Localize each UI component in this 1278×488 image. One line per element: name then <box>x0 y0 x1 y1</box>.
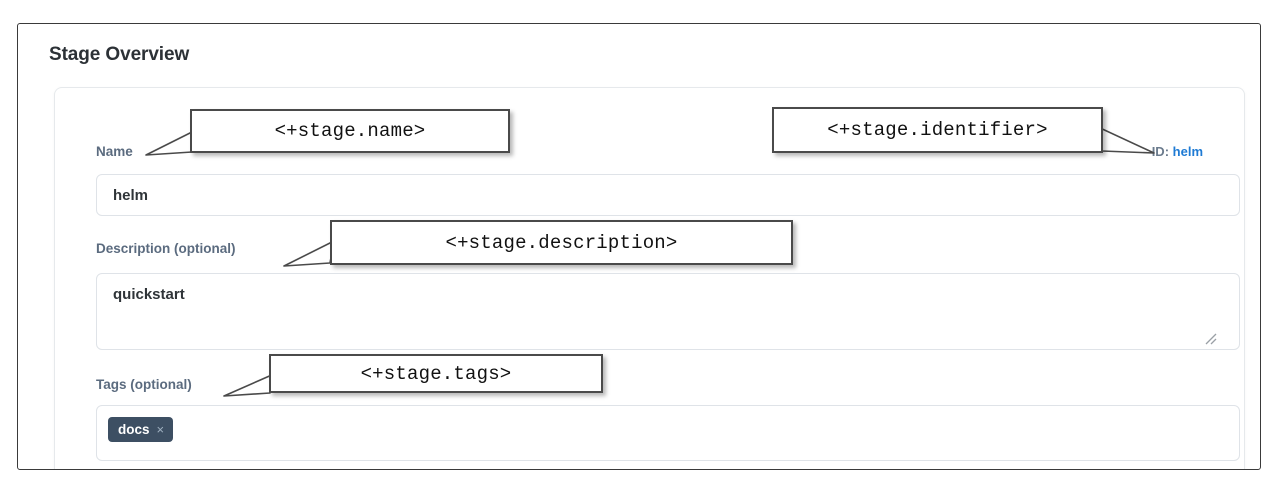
tag-chip-remove-icon[interactable]: × <box>156 422 165 437</box>
name-input[interactable] <box>96 174 1240 216</box>
page-title: Stage Overview <box>49 44 190 65</box>
callout-tail-description-icon <box>283 240 335 267</box>
annotation-callout-stage-description: <+stage.description> <box>330 220 793 265</box>
callout-tail-identifier-icon <box>1097 126 1155 154</box>
tags-input[interactable]: docs × <box>96 405 1240 461</box>
annotation-callout-stage-name: <+stage.name> <box>190 109 510 153</box>
annotation-callout-stage-tags: <+stage.tags> <box>269 354 603 393</box>
screenshot-frame: Stage Overview Name ID: helm Description… <box>17 23 1261 470</box>
description-textarea[interactable] <box>96 273 1240 350</box>
tag-chip-label: docs <box>118 422 150 437</box>
annotation-callout-stage-identifier: <+stage.identifier> <box>772 107 1103 153</box>
stage-identifier-line: ID: helm <box>1152 144 1203 159</box>
stage-identifier-value[interactable]: helm <box>1172 144 1203 159</box>
stage-identifier-label: ID: <box>1151 144 1170 159</box>
tag-chip-docs[interactable]: docs × <box>108 417 174 442</box>
description-field-label: Description (optional) <box>96 241 236 256</box>
name-field-label: Name <box>96 144 133 159</box>
tags-field-label: Tags (optional) <box>96 377 192 392</box>
